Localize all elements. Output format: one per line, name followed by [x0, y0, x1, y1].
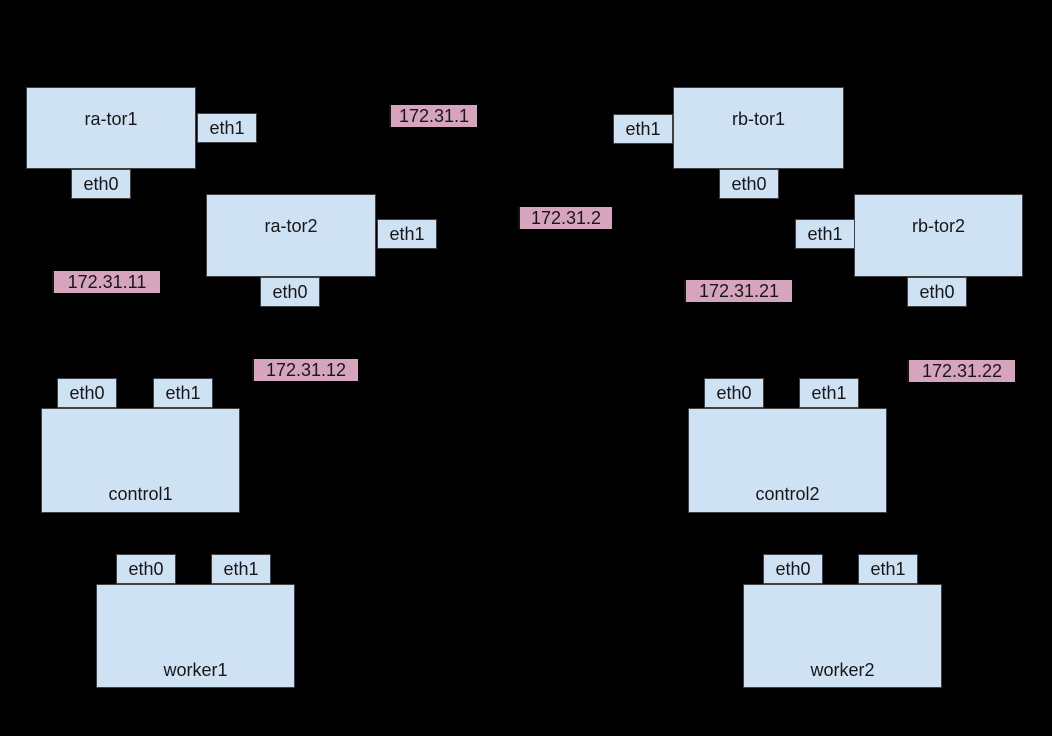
node-worker1-label: worker1	[163, 660, 228, 680]
node-ra-tor2: ra-tor2	[206, 194, 376, 277]
node-worker2-label: worker2	[810, 660, 875, 680]
port-control2-eth1: eth1	[799, 378, 859, 408]
port-rb-tor2-eth1: eth1	[795, 219, 855, 249]
node-rb-tor2: rb-tor2	[854, 194, 1023, 277]
node-worker2: worker2	[743, 584, 942, 688]
node-ra-tor1-label: ra-tor1	[84, 109, 138, 129]
port-ra-tor2-eth1: eth1	[377, 219, 437, 249]
node-control2: control2	[688, 408, 887, 513]
port-ra-tor1-eth0: eth0	[71, 169, 131, 199]
node-rb-tor1-label: rb-tor1	[731, 109, 785, 129]
port-rb-tor1-eth1: eth1	[613, 114, 673, 144]
node-worker1: worker1	[96, 584, 295, 688]
ip-label-172-31-1: 172.31.1	[389, 105, 477, 127]
port-ra-tor2-eth0: eth0	[260, 277, 320, 307]
node-control1: control1	[41, 408, 240, 513]
port-worker1-eth0: eth0	[116, 554, 176, 584]
port-control1-eth1: eth1	[153, 378, 213, 408]
node-rb-tor2-label: rb-tor2	[911, 216, 965, 236]
port-worker2-eth1: eth1	[858, 554, 918, 584]
port-control2-eth0: eth0	[704, 378, 764, 408]
port-control1-eth0: eth0	[57, 378, 117, 408]
port-ra-tor1-eth1: eth1	[197, 113, 257, 143]
node-control1-label: control1	[108, 484, 173, 504]
ip-label-172-31-12: 172.31.12	[252, 359, 358, 381]
ip-label-172-31-21: 172.31.21	[684, 280, 792, 302]
port-rb-tor1-eth0: eth0	[719, 169, 779, 199]
ip-label-172-31-11: 172.31.11	[52, 271, 160, 293]
ip-label-172-31-2: 172.31.2	[518, 207, 612, 229]
node-rb-tor1: rb-tor1	[673, 87, 844, 169]
node-ra-tor1: ra-tor1	[26, 87, 196, 169]
node-control2-label: control2	[755, 484, 820, 504]
port-rb-tor2-eth0: eth0	[907, 277, 967, 307]
port-worker1-eth1: eth1	[211, 554, 271, 584]
node-ra-tor2-label: ra-tor2	[264, 216, 318, 236]
port-worker2-eth0: eth0	[763, 554, 823, 584]
ip-label-172-31-22: 172.31.22	[907, 360, 1015, 382]
